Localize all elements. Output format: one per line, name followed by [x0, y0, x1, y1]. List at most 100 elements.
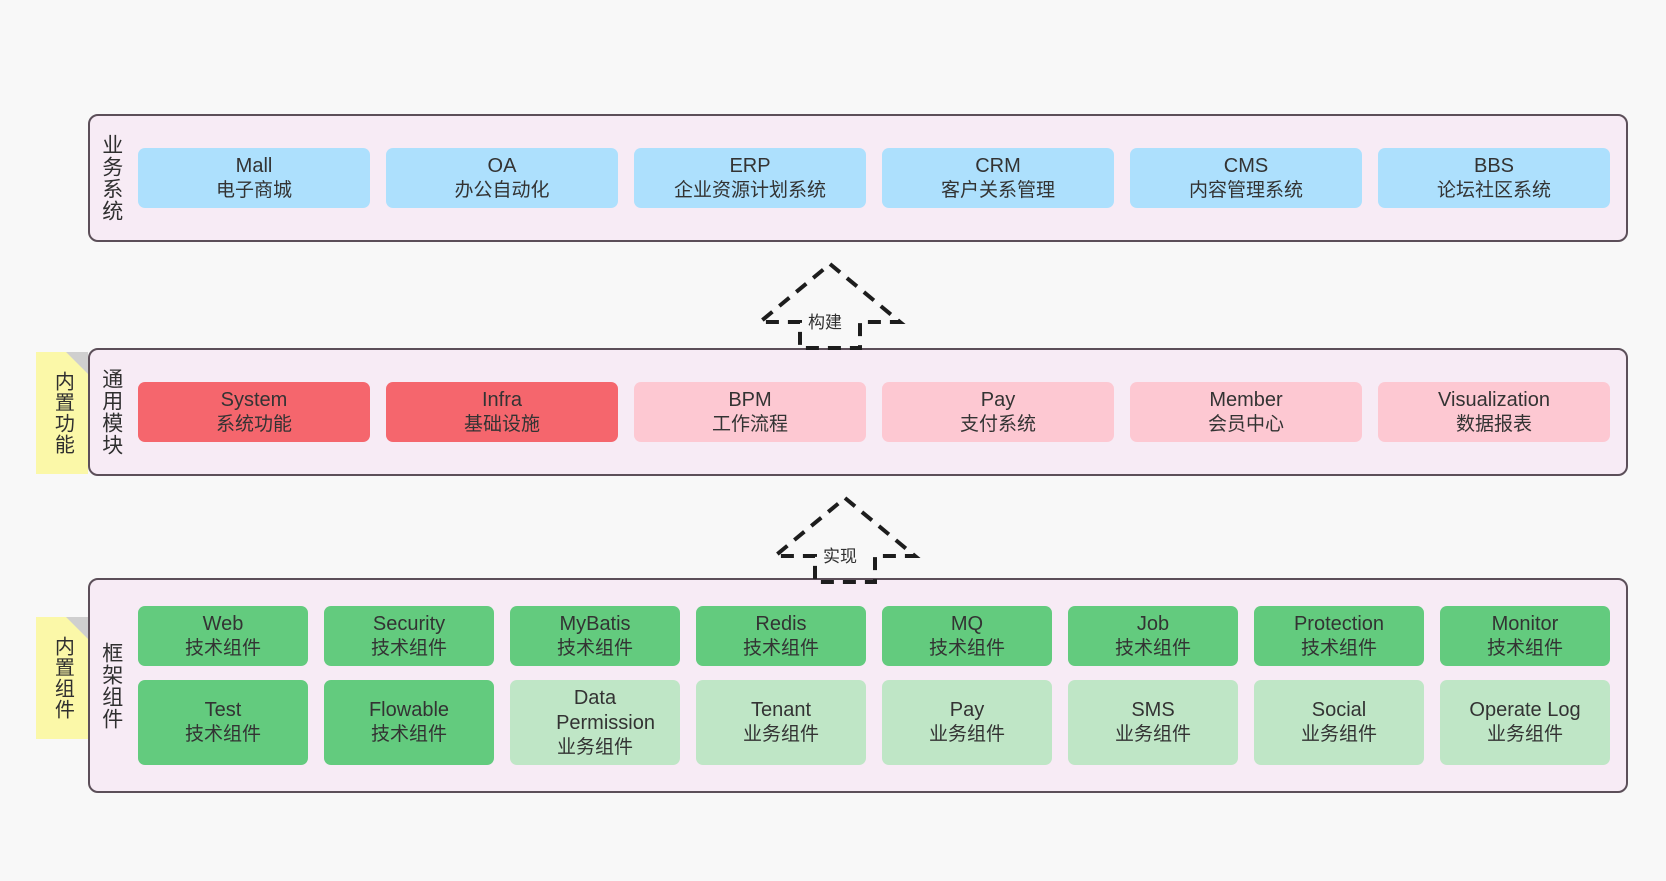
card-system[interactable]: System 系统功能 — [138, 381, 370, 443]
card-subtitle: 客户关系管理 — [940, 179, 1055, 201]
card-subtitle: 工作流程 — [711, 413, 788, 435]
card-title: BPM — [728, 388, 772, 411]
card-title: Web — [202, 612, 244, 635]
card-mall[interactable]: Mall 电子商城 — [138, 147, 370, 209]
card-title: OA — [487, 154, 517, 177]
card-subtitle: 数据报表 — [1455, 413, 1532, 435]
card-subtitle: 技术组件 — [1486, 637, 1563, 659]
layer-business-system-title: 业务系统 — [99, 134, 123, 222]
card-security[interactable]: Security 技术组件 — [324, 605, 494, 667]
card-visualization[interactable]: Visualization 数据报表 — [1378, 381, 1610, 443]
card-flowable[interactable]: Flowable 技术组件 — [324, 680, 494, 766]
card-title: Data Permission — [556, 687, 655, 734]
dashed-hollow-arrow-up-icon — [754, 261, 906, 350]
card-title: BBS — [1473, 154, 1515, 177]
layer-common-module-title: 通用模块 — [99, 368, 123, 456]
layer-business-system: 业务系统 Mall 电子商城 OA 办公自动化 ERP 企业资源计划系统 CRM… — [88, 114, 1628, 242]
layer-common-module: 通用模块 System 系统功能 Infra 基础设施 BPM 工作流程 Pay… — [88, 348, 1628, 476]
card-social[interactable]: Social 业务组件 — [1254, 680, 1424, 766]
card-crm[interactable]: CRM 客户关系管理 — [882, 147, 1114, 209]
card-title: CMS — [1223, 154, 1269, 177]
card-subtitle: 业务组件 — [928, 724, 1005, 746]
card-title: Social — [1311, 699, 1367, 722]
card-job[interactable]: Job 技术组件 — [1068, 605, 1238, 667]
card-subtitle: 技术组件 — [742, 637, 819, 659]
card-subtitle: 论坛社区系统 — [1436, 179, 1551, 201]
card-row: Web 技术组件 Security 技术组件 MyBatis 技术组件 Redi… — [138, 605, 1610, 667]
card-title: Job — [1136, 612, 1170, 635]
card-title: CRM — [975, 154, 1021, 177]
card-title: Tenant — [750, 699, 812, 722]
card-web[interactable]: Web 技术组件 — [138, 605, 308, 667]
card-protection[interactable]: Protection 技术组件 — [1254, 605, 1424, 667]
card-pay[interactable]: Pay 支付系统 — [882, 381, 1114, 443]
note-fold-corner-icon — [66, 352, 88, 374]
card-row: Test 技术组件 Flowable 技术组件 Data Permission … — [138, 680, 1610, 766]
card-subtitle: 技术组件 — [1114, 637, 1191, 659]
note-fold-corner-icon — [66, 617, 88, 639]
card-subtitle: 技术组件 — [928, 637, 1005, 659]
card-subtitle: 业务组件 — [1300, 724, 1377, 746]
card-title: System — [220, 388, 288, 411]
connector-build: 构建 — [750, 258, 910, 350]
layer-framework-component: 框架组件 Web 技术组件 Security 技术组件 MyBatis 技术组件… — [88, 578, 1628, 793]
card-sms[interactable]: SMS 业务组件 — [1068, 680, 1238, 766]
card-data-permission[interactable]: Data Permission 业务组件 — [510, 680, 680, 766]
card-subtitle: 系统功能 — [215, 413, 292, 435]
card-subtitle: 会员中心 — [1207, 413, 1284, 435]
card-subtitle: 电子商城 — [215, 179, 292, 201]
card-redis[interactable]: Redis 技术组件 — [696, 605, 866, 667]
card-subtitle: 办公自动化 — [454, 179, 550, 201]
connector-implement-label: 实现 — [821, 542, 859, 567]
card-subtitle: 技术组件 — [556, 637, 633, 659]
layer-framework-component-title: 框架组件 — [99, 641, 123, 730]
card-infra[interactable]: Infra 基础设施 — [386, 381, 618, 443]
card-subtitle: 业务组件 — [1486, 724, 1563, 746]
card-test[interactable]: Test 技术组件 — [138, 680, 308, 766]
note-builtin-component: 内置组件 — [36, 617, 88, 739]
card-title: Flowable — [368, 699, 450, 722]
card-bpm[interactable]: BPM 工作流程 — [634, 381, 866, 443]
note-label: 内置功能 — [51, 371, 74, 455]
card-subtitle: 内容管理系统 — [1188, 179, 1303, 201]
card-bbs[interactable]: BBS 论坛社区系统 — [1378, 147, 1610, 209]
card-title: MyBatis — [559, 612, 631, 635]
card-subtitle: 业务组件 — [742, 724, 819, 746]
layer-framework-component-body: Web 技术组件 Security 技术组件 MyBatis 技术组件 Redi… — [132, 580, 1626, 791]
card-row: System 系统功能 Infra 基础设施 BPM 工作流程 Pay 支付系统… — [138, 381, 1610, 443]
card-title: Mall — [235, 154, 273, 177]
card-monitor[interactable]: Monitor 技术组件 — [1440, 605, 1610, 667]
card-title: Test — [204, 699, 242, 722]
card-subtitle: 技术组件 — [184, 724, 261, 746]
card-title: Security — [372, 612, 446, 635]
card-oa[interactable]: OA 办公自动化 — [386, 147, 618, 209]
card-pay-component[interactable]: Pay 业务组件 — [882, 680, 1052, 766]
card-operate-log[interactable]: Operate Log 业务组件 — [1440, 680, 1610, 766]
card-member[interactable]: Member 会员中心 — [1130, 381, 1362, 443]
connector-build-label: 构建 — [806, 308, 844, 333]
card-subtitle: 技术组件 — [1300, 637, 1377, 659]
connector-implement: 实现 — [765, 492, 925, 584]
card-subtitle: 技术组件 — [184, 637, 261, 659]
card-title: Infra — [481, 388, 523, 411]
card-subtitle: 企业资源计划系统 — [673, 179, 826, 201]
card-cms[interactable]: CMS 内容管理系统 — [1130, 147, 1362, 209]
note-label: 内置组件 — [51, 636, 74, 720]
card-mq[interactable]: MQ 技术组件 — [882, 605, 1052, 667]
card-subtitle: 技术组件 — [370, 637, 447, 659]
dashed-hollow-arrow-up-icon — [769, 495, 921, 584]
card-subtitle: 支付系统 — [959, 413, 1036, 435]
card-row: Mall 电子商城 OA 办公自动化 ERP 企业资源计划系统 CRM 客户关系… — [138, 147, 1610, 209]
card-erp[interactable]: ERP 企业资源计划系统 — [634, 147, 866, 209]
card-title: MQ — [950, 612, 984, 635]
card-subtitle: 业务组件 — [556, 736, 633, 758]
card-tenant[interactable]: Tenant 业务组件 — [696, 680, 866, 766]
layer-common-module-body: System 系统功能 Infra 基础设施 BPM 工作流程 Pay 支付系统… — [132, 350, 1626, 474]
card-title: Monitor — [1491, 612, 1559, 635]
card-title: SMS — [1131, 699, 1175, 722]
card-title: Redis — [755, 612, 807, 635]
card-title: Pay — [980, 388, 1016, 411]
note-builtin-function: 内置功能 — [36, 352, 88, 474]
card-title: Protection — [1293, 612, 1385, 635]
card-mybatis[interactable]: MyBatis 技术组件 — [510, 605, 680, 667]
